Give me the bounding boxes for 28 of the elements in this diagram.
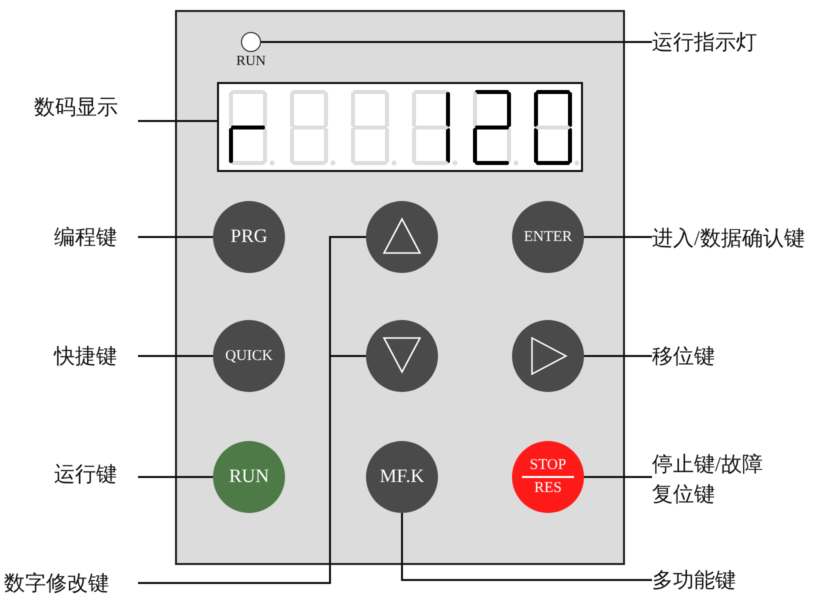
indicator-caption: RUN — [236, 54, 266, 70]
leader-line — [138, 236, 213, 238]
round-key: STOP RES — [512, 441, 584, 513]
leader-line — [584, 476, 652, 478]
callout-label: 编程键 — [54, 223, 138, 251]
leader-line — [138, 476, 213, 478]
round-key: RUN — [213, 441, 285, 513]
leader-line — [584, 355, 652, 357]
round-key: MF.K — [366, 441, 438, 513]
callout-label: 移位键 — [652, 342, 736, 370]
leader-line — [261, 41, 652, 43]
round-key: QUICK — [213, 320, 285, 392]
callout-label: 运行指示灯 — [652, 28, 782, 56]
callout-label: 多功能键 — [652, 566, 762, 594]
leader-line — [584, 236, 652, 238]
callout-label: 数码显示 — [34, 93, 138, 121]
callout-label: 数字修改键 — [4, 569, 138, 595]
leader-line — [138, 120, 217, 122]
callout-label: 快捷键 — [54, 342, 138, 370]
callout-label: 进入/数据确认键 — [652, 224, 834, 252]
round-key: PRG — [213, 201, 285, 273]
control-panel — [175, 10, 625, 565]
callout-label: 停止键/故障复位键 — [652, 448, 780, 510]
leader-line — [401, 513, 652, 581]
leader-line — [138, 355, 213, 357]
callout-label: 运行键 — [54, 460, 138, 488]
indicator-light — [241, 32, 261, 52]
round-key: ENTER — [512, 201, 584, 273]
